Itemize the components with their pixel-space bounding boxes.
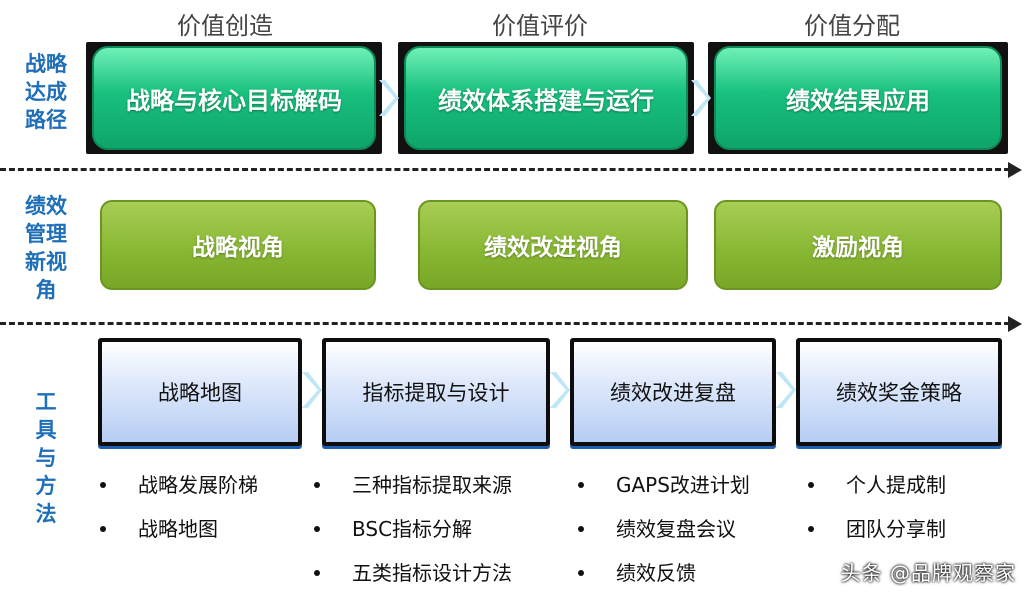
list-item-text: 战略地图 bbox=[138, 517, 218, 541]
row-label-line: 管理 bbox=[25, 222, 67, 246]
chevron-right-icon bbox=[379, 80, 399, 116]
chevron-right-icon bbox=[550, 372, 570, 408]
list-item-text: 五类指标设计方法 bbox=[352, 561, 512, 585]
bullet-icon bbox=[578, 570, 584, 576]
list-item-text: 战略发展阶梯 bbox=[138, 473, 258, 497]
row-label-performance-perspective: 绩效 管理 新视 角 bbox=[16, 192, 76, 304]
tool-box-indicator-design: 指标提取与设计 bbox=[322, 338, 550, 446]
bullet-icon bbox=[314, 526, 320, 532]
tool-list-bonus: 个人提成制 团队分享制 bbox=[808, 470, 946, 558]
row-label-line: 工 bbox=[35, 390, 57, 414]
list-item-text: 绩效反馈 bbox=[616, 561, 696, 585]
perspective-box-strategy: 战略视角 bbox=[100, 200, 376, 290]
chevron-right-icon bbox=[776, 372, 796, 408]
list-item-text: 绩效复盘会议 bbox=[616, 517, 736, 541]
list-item: 绩效复盘会议 bbox=[578, 514, 750, 558]
column-header-value-creation: 价值创造 bbox=[177, 12, 273, 40]
list-item: 五类指标设计方法 bbox=[314, 558, 512, 602]
list-item-text: BSC指标分解 bbox=[352, 517, 473, 541]
bullet-icon bbox=[578, 526, 584, 532]
chevron-right-icon bbox=[302, 372, 322, 408]
row-label-line: 达成 bbox=[25, 80, 67, 104]
row-label-line: 与 bbox=[35, 446, 57, 470]
list-item: 战略发展阶梯 bbox=[100, 470, 258, 514]
bullet-icon bbox=[314, 482, 320, 488]
list-item: BSC指标分解 bbox=[314, 514, 512, 558]
column-header-value-distribution: 价值分配 bbox=[804, 12, 900, 40]
list-item-text: 三种指标提取来源 bbox=[352, 473, 512, 497]
watermark: 头条 @品牌观察家 bbox=[840, 561, 1016, 585]
list-item-text: 团队分享制 bbox=[846, 517, 946, 541]
perspective-box-improvement: 绩效改进视角 bbox=[418, 200, 688, 290]
tool-list-improvement: GAPS改进计划 绩效复盘会议 绩效反馈 bbox=[578, 470, 750, 602]
path-box-result-application: 绩效结果应用 bbox=[714, 46, 1002, 150]
arrow-right-icon bbox=[1008, 316, 1022, 332]
row-label-line: 方 bbox=[35, 474, 57, 498]
list-item-text: GAPS改进计划 bbox=[616, 473, 750, 497]
tool-box-improvement-review: 绩效改进复盘 bbox=[570, 338, 776, 446]
list-item-text: 个人提成制 bbox=[846, 473, 946, 497]
bullet-icon bbox=[578, 482, 584, 488]
divider-line bbox=[0, 168, 1010, 171]
row-label-tools-methods: 工 具 与 方 法 bbox=[16, 388, 76, 528]
perspective-box-incentive: 激励视角 bbox=[714, 200, 1002, 290]
path-box-strategy-decoding: 战略与核心目标解码 bbox=[92, 46, 376, 150]
tool-list-strategy: 战略发展阶梯 战略地图 bbox=[100, 470, 258, 558]
row-label-line: 新视 bbox=[25, 250, 67, 274]
list-item: 个人提成制 bbox=[808, 470, 946, 514]
tool-box-bonus-strategy: 绩效奖金策略 bbox=[796, 338, 1002, 446]
bullet-icon bbox=[808, 482, 814, 488]
column-header-value-evaluation: 价值评价 bbox=[492, 12, 588, 40]
row-label-line: 路径 bbox=[25, 108, 67, 132]
tool-list-indicators: 三种指标提取来源 BSC指标分解 五类指标设计方法 bbox=[314, 470, 512, 602]
row-label-line: 绩效 bbox=[25, 194, 67, 218]
list-item: 团队分享制 bbox=[808, 514, 946, 558]
row-label-line: 具 bbox=[35, 418, 57, 442]
tool-box-strategy-map: 战略地图 bbox=[98, 338, 302, 446]
list-item: GAPS改进计划 bbox=[578, 470, 750, 514]
arrow-right-icon bbox=[1008, 162, 1022, 178]
bullet-icon bbox=[100, 526, 106, 532]
divider-line bbox=[0, 322, 1010, 325]
list-item: 战略地图 bbox=[100, 514, 258, 558]
row-label-line: 角 bbox=[35, 278, 57, 302]
list-item: 绩效反馈 bbox=[578, 558, 750, 602]
row-label-line: 法 bbox=[35, 502, 57, 526]
path-box-system-building: 绩效体系搭建与运行 bbox=[404, 46, 688, 150]
list-item: 三种指标提取来源 bbox=[314, 470, 512, 514]
bullet-icon bbox=[100, 482, 106, 488]
bullet-icon bbox=[314, 570, 320, 576]
row-label-strategy-path: 战略 达成 路径 bbox=[16, 50, 76, 134]
row-label-line: 战略 bbox=[25, 52, 67, 76]
bullet-icon bbox=[808, 526, 814, 532]
chevron-right-icon bbox=[691, 80, 711, 116]
